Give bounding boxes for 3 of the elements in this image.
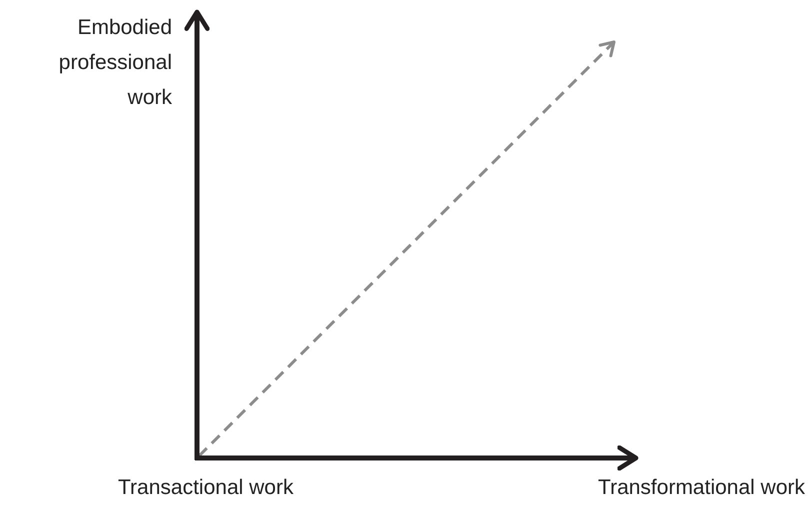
axis-label: Embodied professional work [58,15,172,111]
axis-label: Transactional work [118,475,294,501]
axis-label: Transformational work [598,475,805,501]
